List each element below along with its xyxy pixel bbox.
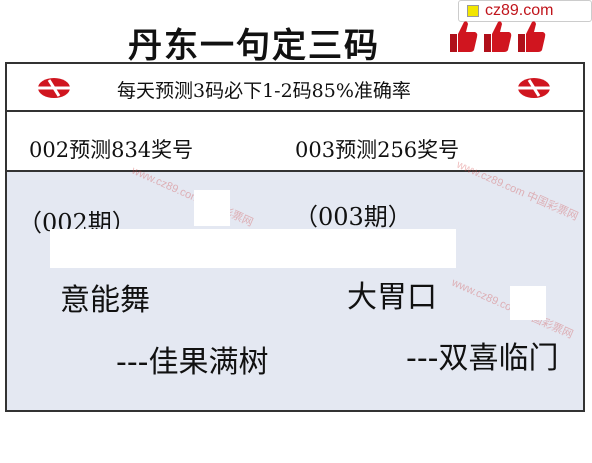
site-badge[interactable]: cz89.com <box>458 0 592 22</box>
lottery-logo-icon <box>513 78 555 98</box>
thumbs-group <box>448 18 546 54</box>
prediction-panel: www.cz89.com 中国彩票网 www.cz89.com 中国彩票网 ww… <box>7 159 583 410</box>
result-left: 002预测834奖号 <box>29 138 194 162</box>
badge-square-icon <box>467 5 479 17</box>
banner-text: 每天预测3码必下1-2码85%准确率 <box>117 80 411 102</box>
thumbs-up-icon <box>484 21 512 52</box>
banner-band: 每天预测3码必下1-2码85%准确率 <box>7 64 583 112</box>
clue-left-sub: ---佳果满树 <box>116 345 269 380</box>
masked-area <box>194 190 230 226</box>
lottery-logo-icon <box>33 78 75 98</box>
masked-area <box>510 286 546 320</box>
site-badge-text: cz89.com <box>485 2 554 19</box>
results-band: 002预测834奖号 003预测256奖号 <box>7 112 583 172</box>
thumbs-up-icon <box>450 21 478 52</box>
thumbs-up-icon <box>518 21 546 52</box>
masked-bar <box>50 229 456 268</box>
period-right: （003期） <box>294 203 412 231</box>
watermark-text: www.cz89.com 中国彩票网 <box>129 164 255 230</box>
clue-right-sub: ---双喜临门 <box>406 341 559 376</box>
content-frame <box>5 62 585 412</box>
result-right: 003预测256奖号 <box>295 138 460 162</box>
clue-right-main: 大胃口 <box>347 280 437 315</box>
clue-left-main: 意能舞 <box>60 283 150 318</box>
page-title: 丹东一句定三码 <box>128 26 380 66</box>
